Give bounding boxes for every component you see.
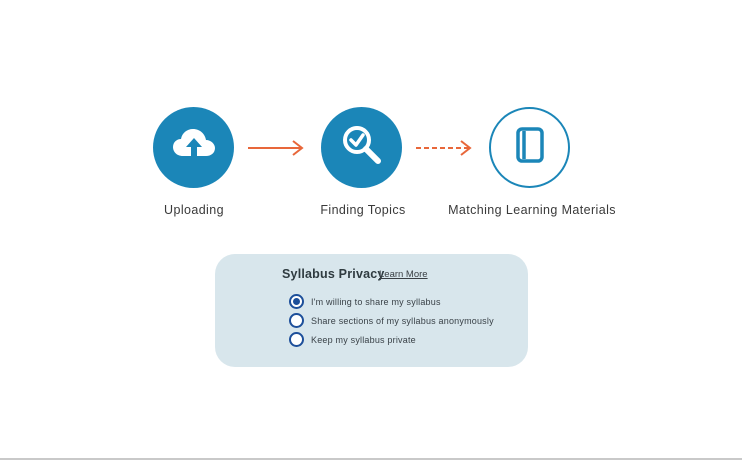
radio-button-selected[interactable] bbox=[289, 294, 304, 309]
step-label-matching-materials: Matching Learning Materials bbox=[448, 203, 616, 217]
step-label-uploading: Uploading bbox=[164, 203, 224, 217]
search-check-icon bbox=[338, 121, 386, 174]
radio-button[interactable] bbox=[289, 332, 304, 347]
step-finding-topics-circle bbox=[321, 107, 402, 188]
notebook-icon bbox=[515, 127, 545, 168]
dashed-arrow-right-icon bbox=[416, 140, 472, 156]
syllabus-privacy-card: Syllabus Privacy Learn More I'm willing … bbox=[215, 254, 528, 367]
radio-option-anonymous[interactable]: Share sections of my syllabus anonymousl… bbox=[289, 313, 494, 328]
step-matching-materials-circle bbox=[489, 107, 570, 188]
radio-button[interactable] bbox=[289, 313, 304, 328]
step-label-finding-topics: Finding Topics bbox=[320, 203, 406, 217]
radio-label: Keep my syllabus private bbox=[311, 334, 416, 345]
cloud-upload-icon bbox=[171, 126, 217, 169]
privacy-title: Syllabus Privacy bbox=[282, 267, 385, 281]
radio-label: Share sections of my syllabus anonymousl… bbox=[311, 315, 494, 326]
bottom-divider bbox=[0, 458, 742, 460]
step-uploading-circle bbox=[153, 107, 234, 188]
radio-option-private[interactable]: Keep my syllabus private bbox=[289, 332, 416, 347]
radio-label: I'm willing to share my syllabus bbox=[311, 296, 441, 307]
radio-option-share[interactable]: I'm willing to share my syllabus bbox=[289, 294, 441, 309]
learn-more-link[interactable]: Learn More bbox=[379, 269, 428, 280]
arrow-right-icon bbox=[248, 140, 304, 156]
